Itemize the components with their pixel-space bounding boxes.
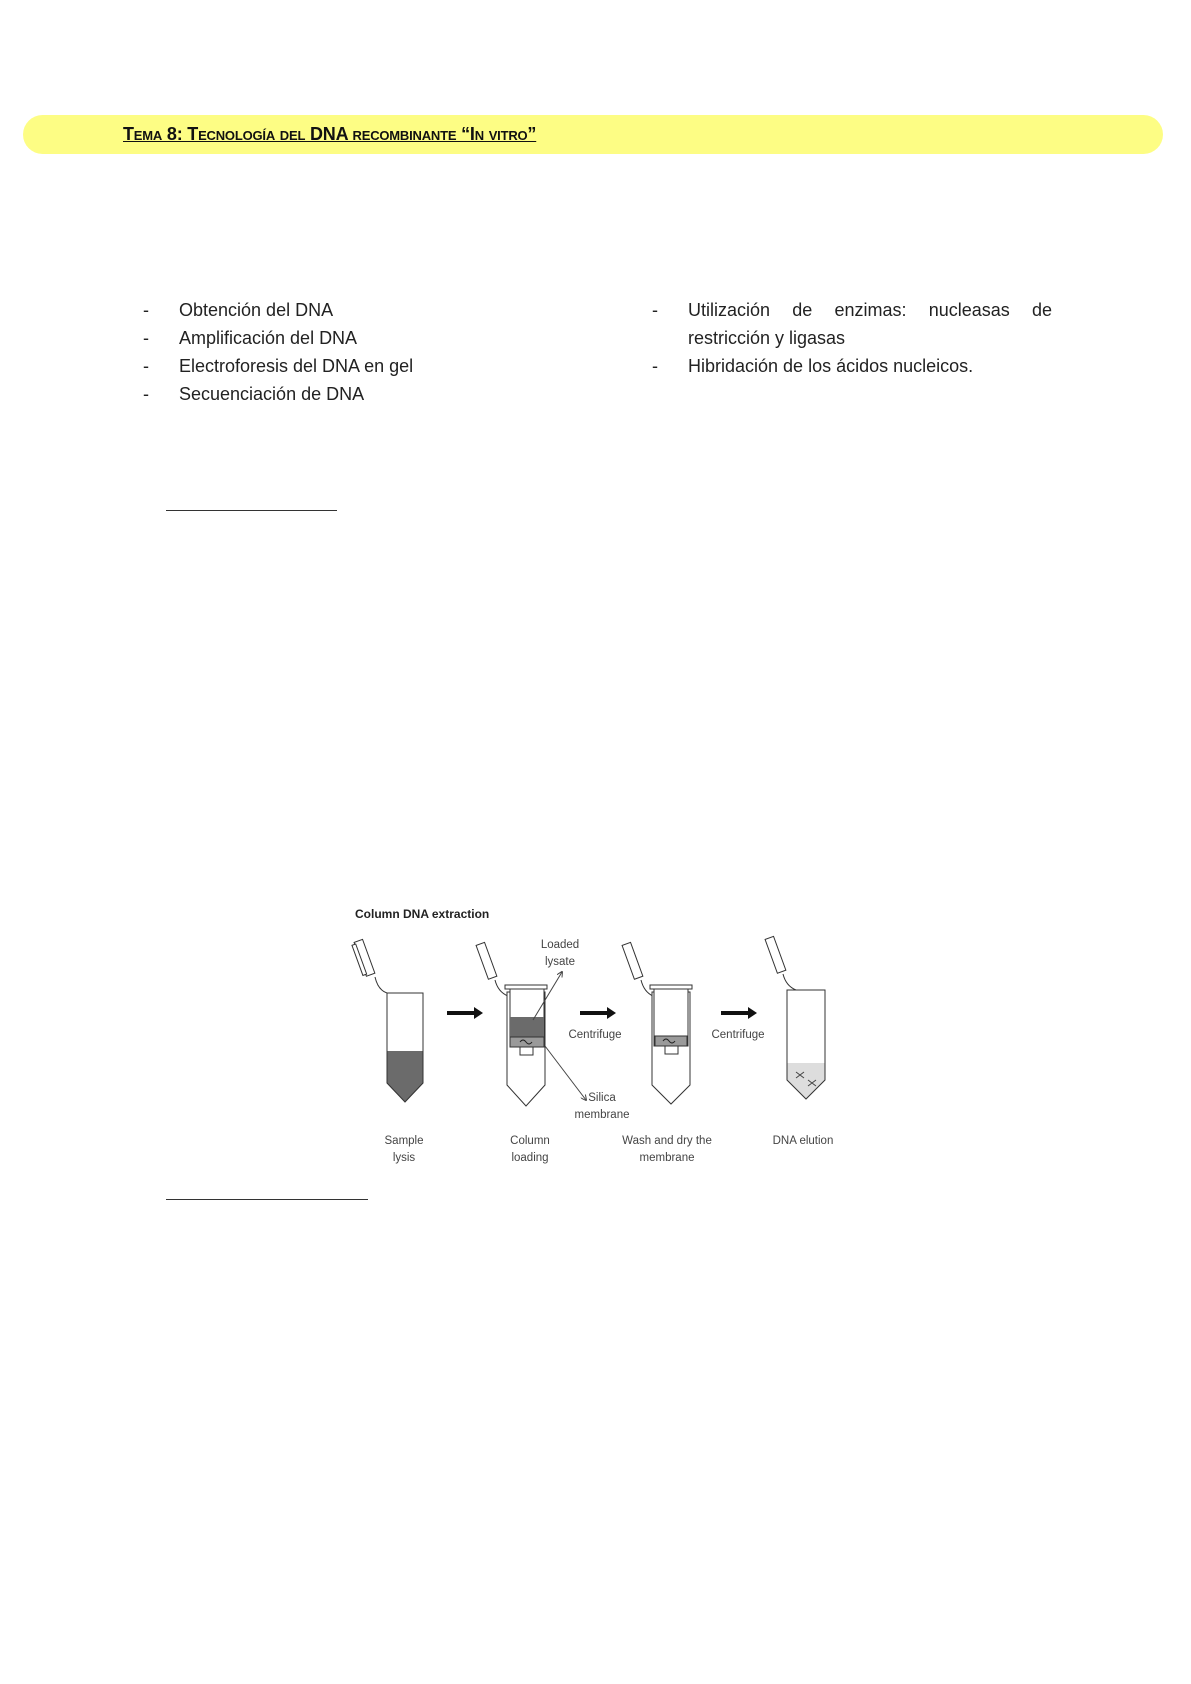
bullet: - <box>143 384 149 404</box>
title-banner <box>23 115 1163 154</box>
bullet: - <box>652 300 658 320</box>
label-silica: Silica <box>588 1092 616 1104</box>
step-label: loading <box>511 1152 548 1164</box>
label-centrifuge: Centrifuge <box>711 1029 764 1041</box>
arrow-head-icon <box>607 1007 616 1019</box>
list-item: - Obtención del DNA <box>143 296 483 324</box>
label-loaded: Loaded <box>541 939 579 951</box>
column-dna-extraction-figure: Column DNA extraction Loaded lysate Sili… <box>330 880 870 1180</box>
step-label: lysis <box>393 1152 416 1164</box>
tube-sample-lysis <box>351 938 424 1103</box>
tube-column-loading <box>475 941 548 1107</box>
label-membrane: membrane <box>575 1109 630 1121</box>
heading-underline-1 <box>166 510 337 511</box>
arrow-head-icon <box>748 1007 757 1019</box>
list-item-text: Obtención del DNA <box>179 300 334 320</box>
arrow-head-icon <box>474 1007 483 1019</box>
bullet: - <box>143 328 149 348</box>
list-item-text: Amplificación del DNA <box>179 328 358 348</box>
list-item: - Hibridación de los ácidos nucleicos. <box>652 352 1052 380</box>
list-item: - Electroforesis del DNA en gel <box>143 352 483 380</box>
label-lysate: lysate <box>545 956 575 968</box>
bullet: - <box>143 356 149 376</box>
list-item-text: Utilización de enzimas: nucleasas de res… <box>688 300 1052 348</box>
bullet: - <box>143 300 149 320</box>
list-item-text: Secuenciación de DNA <box>179 384 365 404</box>
step-label: membrane <box>640 1152 695 1164</box>
step-label: Sample <box>385 1135 424 1147</box>
pointer-line <box>532 972 562 1021</box>
topics-list-left: - Obtención del DNA - Amplificación del DN… <box>143 296 483 408</box>
tube-dna-elution <box>764 935 826 1100</box>
figure-title: Column DNA extraction <box>355 907 489 921</box>
tube-wash-dry <box>621 941 693 1105</box>
label-centrifuge: Centrifuge <box>568 1029 621 1041</box>
pointer-line <box>544 1045 586 1100</box>
page-title: Tema 8: Tecnología del DNA recombinante … <box>123 124 537 144</box>
step-label: Column <box>510 1135 550 1147</box>
heading-underline-2 <box>166 1199 368 1200</box>
step-label: Wash and dry the <box>622 1135 712 1147</box>
bullet: - <box>652 356 658 376</box>
list-item-text: Electroforesis del DNA en gel <box>179 356 414 376</box>
list-item-text: Hibridación de los ácidos nucleicos. <box>688 356 974 376</box>
list-item: - Secuenciación de DNA <box>143 380 483 408</box>
list-item: - Amplificación del DNA <box>143 324 483 352</box>
list-item: - Utilización de enzimas: nucleasas de re… <box>652 296 1052 352</box>
topics-list-right: - Utilización de enzimas: nucleasas de re… <box>652 296 1052 380</box>
diagram: Column DNA extraction Loaded lysate Sili… <box>351 907 834 1164</box>
step-label: DNA elution <box>773 1135 834 1147</box>
